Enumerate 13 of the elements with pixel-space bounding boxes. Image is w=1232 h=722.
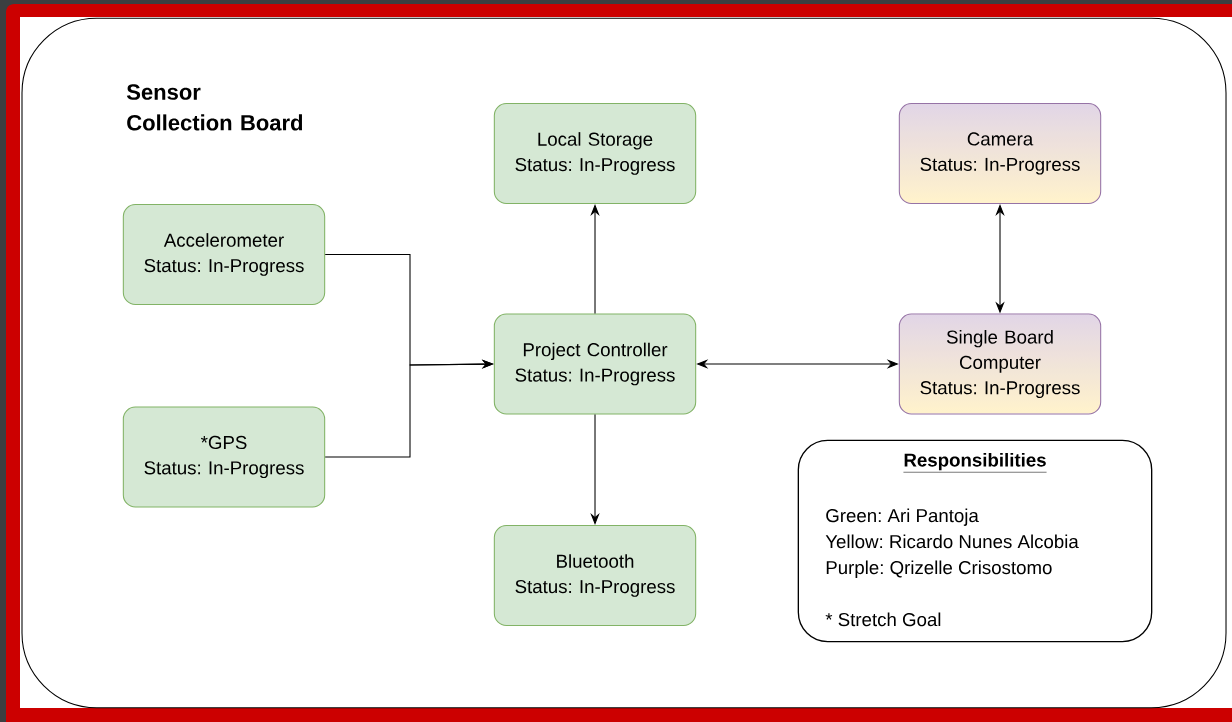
process-box: *GPS Status: In-Progress [122,406,326,508]
board-title: Sensor Collection Board [126,84,303,131]
process-box: Local Storage Status: In-Progress [493,102,697,205]
process-box: Single Board Computer Status: In-Progress [898,313,1102,415]
legend-heading: Responsibilities [903,452,1047,473]
process-box: Bluetooth Status: In-Progress [493,524,697,627]
process-box: Project Controller Status: In-Progress [493,313,697,415]
process-box: Camera Status: In-Progress [898,102,1102,205]
legend-entry: Green: Ari Pantoja [826,508,979,526]
legend-entry: Yellow: Ricardo Nunes Alcobia [825,534,1079,549]
legend-entry: Purple: Qrizelle Crisostomo [826,560,1052,578]
footnote: * Stretch Goal [825,612,941,627]
process-box: Accelerometer Status: In-Progress [122,203,326,306]
